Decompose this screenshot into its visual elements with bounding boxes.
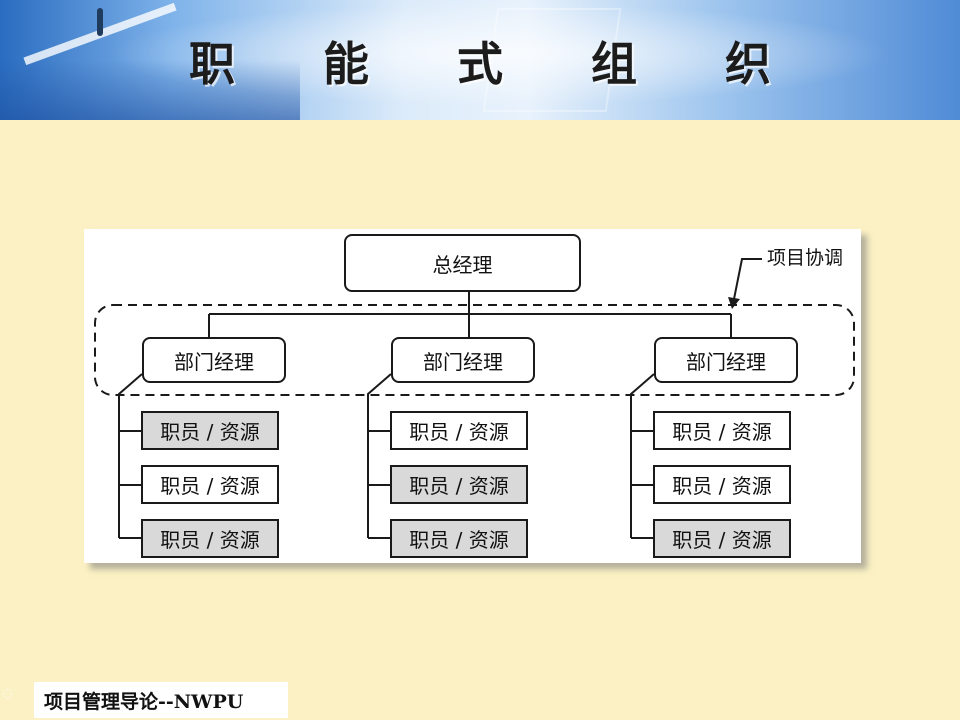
org-chart-panel: 总经理 项目协调 部门经理 部门经理 部门经理 职员 / 资源 职员 / 资源 … bbox=[84, 229, 861, 563]
connector-lines bbox=[94, 258, 855, 539]
staff-node: 职员 / 资源 bbox=[653, 411, 791, 450]
department-manager-node-1: 部门经理 bbox=[142, 337, 286, 383]
coordination-boundary bbox=[94, 304, 855, 396]
department-manager-node-2: 部门经理 bbox=[391, 337, 535, 383]
general-manager-node: 总经理 bbox=[344, 234, 581, 292]
dept1-staff-spine bbox=[118, 373, 143, 538]
staff-node: 职员 / 资源 bbox=[141, 465, 279, 504]
banner-sea-image bbox=[0, 60, 300, 120]
dept3-staff-spine bbox=[630, 373, 655, 538]
staff-node: 职员 / 资源 bbox=[141, 411, 279, 450]
coordination-arrow-head bbox=[728, 297, 740, 309]
header-banner: 职 能 式 组 织 bbox=[0, 0, 960, 120]
footer-course-label: 项目管理导论--NWPU bbox=[34, 682, 288, 718]
staff-node: 职员 / 资源 bbox=[141, 519, 279, 558]
department-manager-node-3: 部门经理 bbox=[654, 337, 798, 383]
project-coordination-label: 项目协调 bbox=[767, 247, 844, 269]
coordination-arrow-line bbox=[733, 258, 762, 300]
staff-node: 职员 / 资源 bbox=[390, 411, 528, 450]
dept2-staff-spine bbox=[367, 373, 392, 538]
staff-node: 职员 / 资源 bbox=[653, 465, 791, 504]
banner-person-image bbox=[97, 8, 103, 36]
watermark-logo-icon: ◌ bbox=[2, 686, 13, 700]
staff-node: 职员 / 资源 bbox=[390, 465, 528, 504]
page-title: 职 能 式 组 织 bbox=[188, 37, 808, 91]
staff-node: 职员 / 资源 bbox=[653, 519, 791, 558]
staff-node: 职员 / 资源 bbox=[390, 519, 528, 558]
